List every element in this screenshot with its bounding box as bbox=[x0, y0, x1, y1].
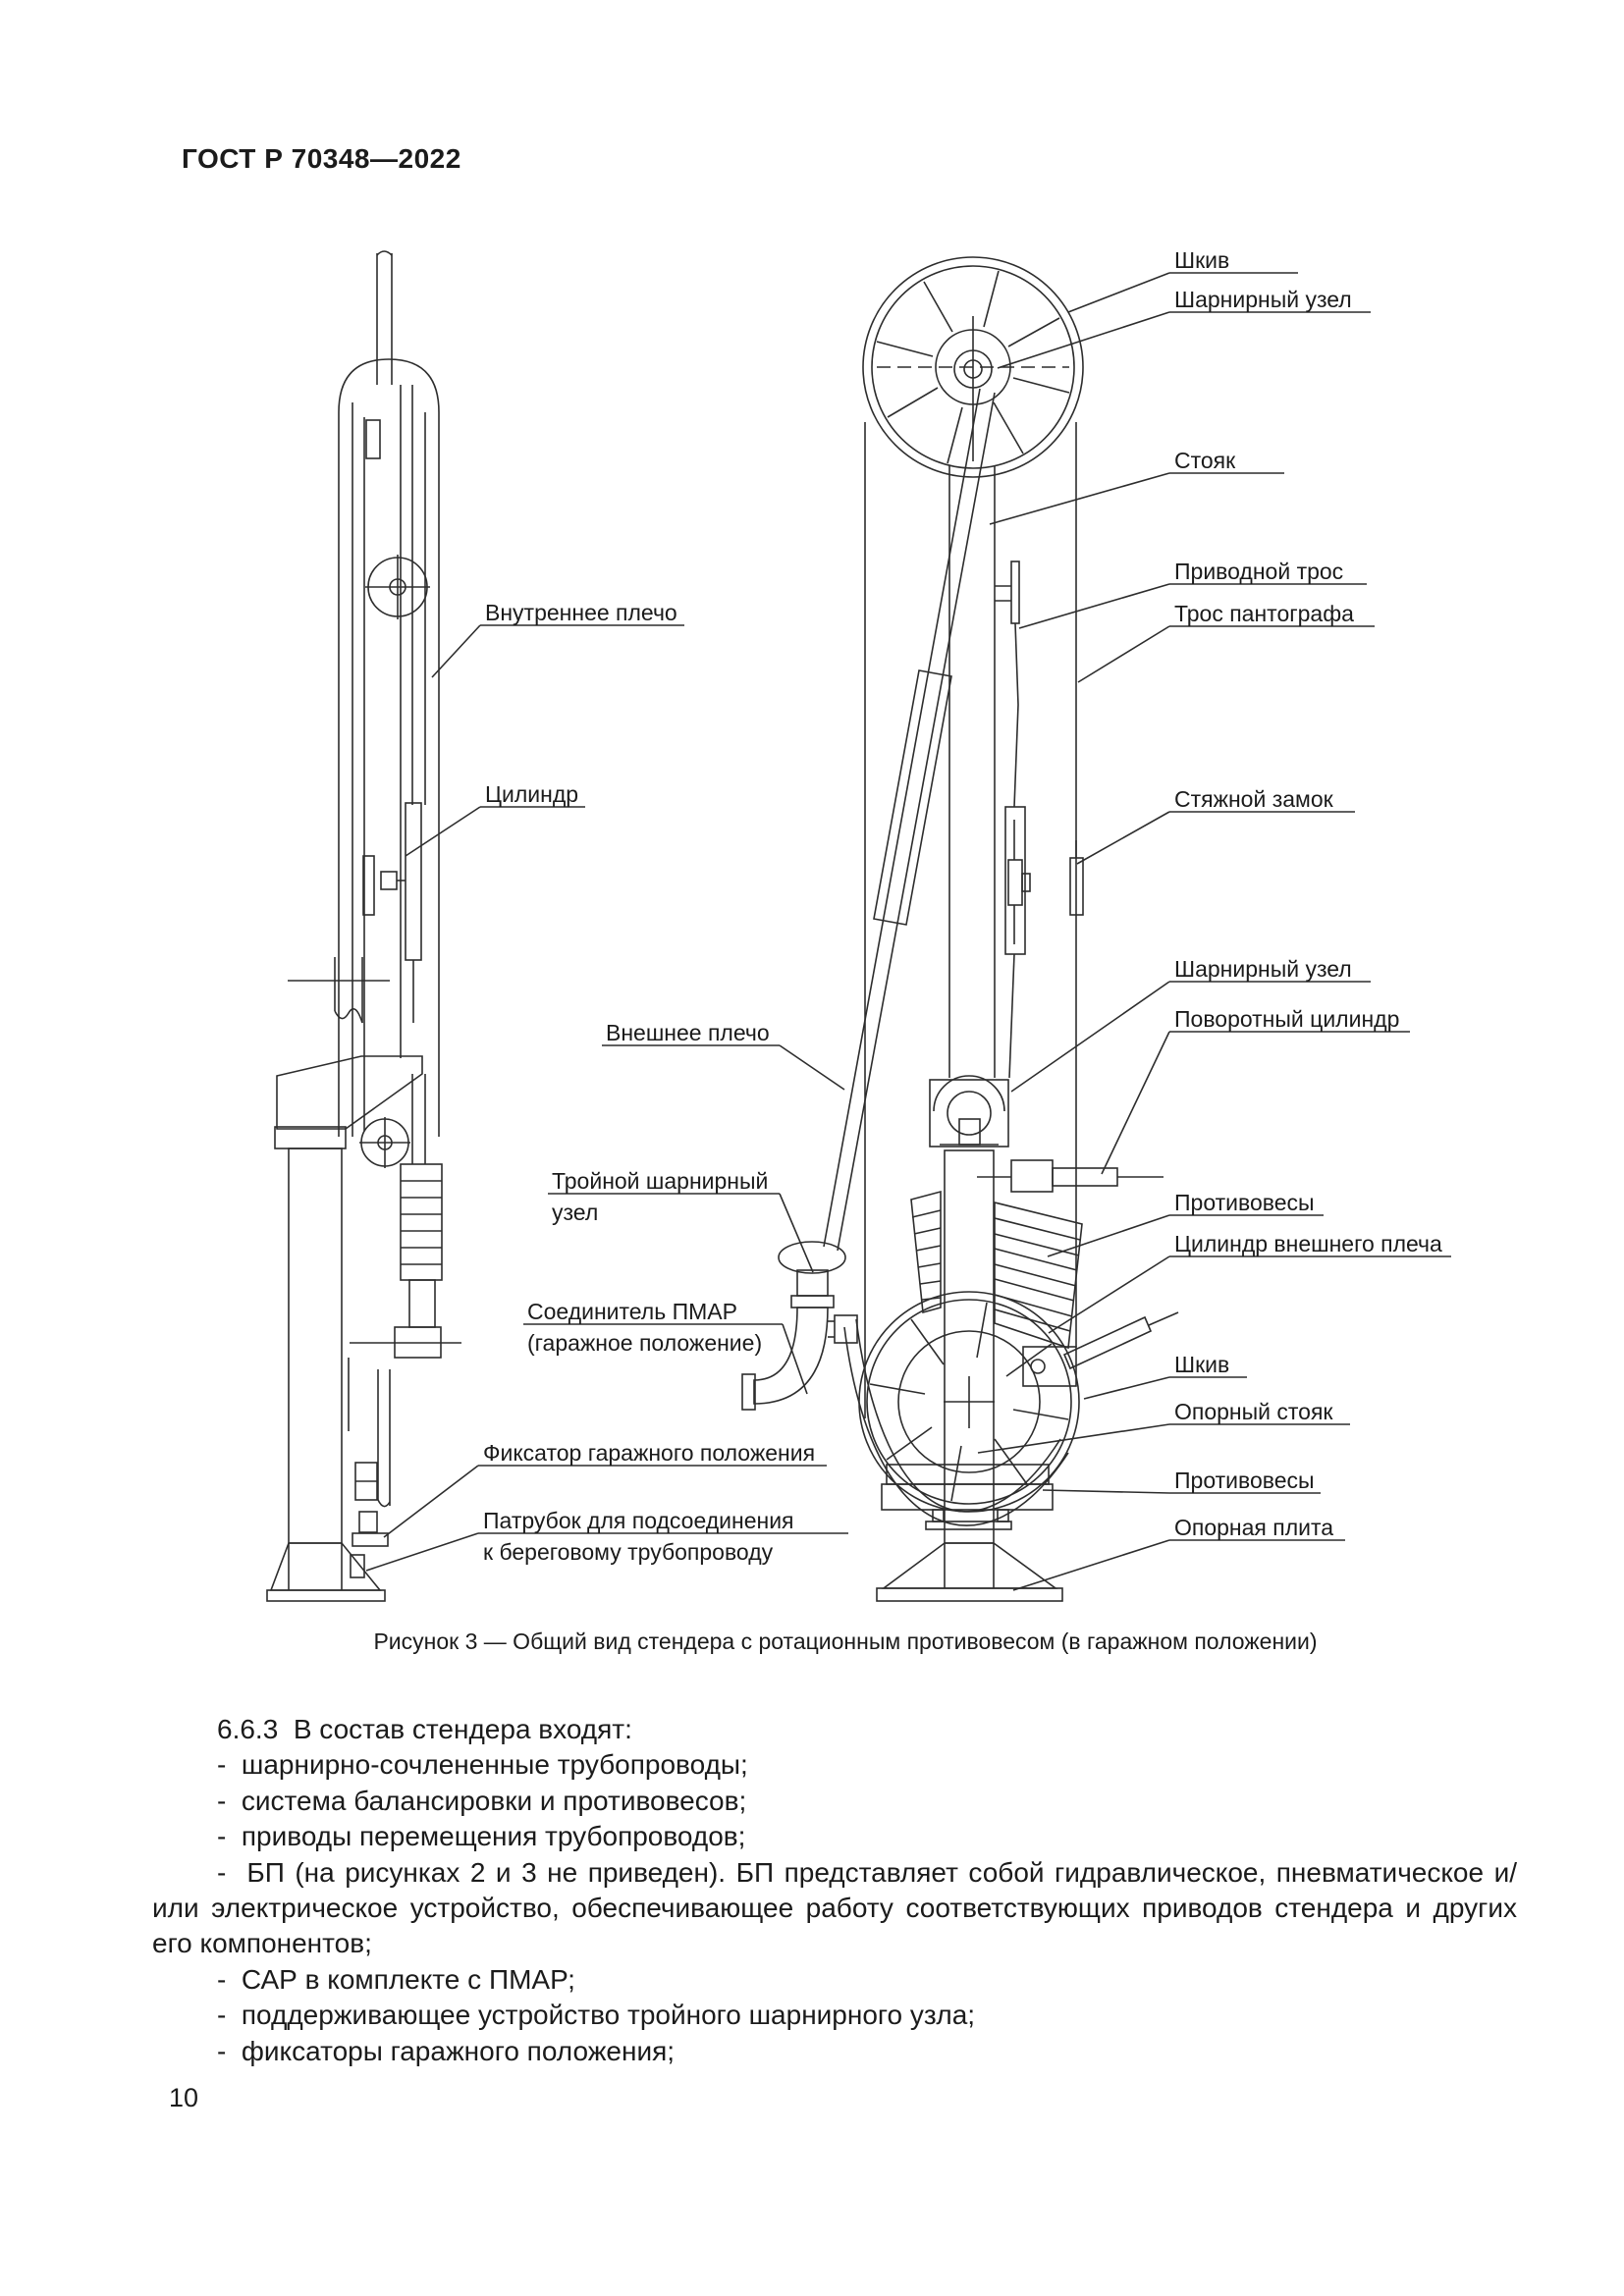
label-base-plate: Опорная плита bbox=[1174, 1515, 1334, 1540]
label-counterweights-mid: Противовесы bbox=[1174, 1190, 1315, 1215]
label-cylinder: Цилиндр bbox=[485, 781, 579, 807]
label-garage-lock: Фиксатор гаражного положения bbox=[483, 1440, 816, 1466]
label-outer-arm-cylinder: Цилиндр внешнего плеча bbox=[1174, 1231, 1442, 1256]
right-view bbox=[741, 256, 1179, 1602]
label-shore-pipe-line1: Патрубок для подсоединения bbox=[483, 1508, 794, 1533]
label-rotary-cylinder: Поворотный цилиндр bbox=[1174, 1006, 1400, 1032]
label-shore-pipe-line2: к береговому трубопроводу bbox=[483, 1539, 774, 1565]
list-item-5: - САР в комплекте с ПМАР; bbox=[217, 1963, 575, 1995]
label-sheave-top: Шкив bbox=[1174, 247, 1230, 273]
label-pantograph-cable: Трос пантографа bbox=[1174, 601, 1354, 626]
clause-663: 6.6.3 В состав стендера входят: bbox=[217, 1714, 632, 1744]
label-triple-swivel-line2: узел bbox=[552, 1200, 599, 1225]
label-counterweights-bottom: Противовесы bbox=[1174, 1468, 1315, 1493]
list-item-6: - поддерживающее устройство тройного шар… bbox=[217, 2000, 976, 2031]
label-swivel-joint-top: Шарнирный узел bbox=[1174, 287, 1352, 312]
label-triple-swivel-line1: Тройной шарнирный bbox=[552, 1168, 769, 1194]
label-drive-cable: Приводной трос bbox=[1174, 559, 1344, 584]
label-support-riser: Опорный стояк bbox=[1174, 1399, 1333, 1424]
figure-caption: Рисунок 3 — Общий вид стендера с ротацио… bbox=[373, 1629, 1318, 1654]
left-view bbox=[266, 250, 461, 1602]
callout-lines bbox=[365, 272, 1451, 1591]
label-riser: Стояк bbox=[1174, 448, 1236, 473]
label-pmar-line2: (гаражное положение) bbox=[527, 1330, 763, 1356]
list-item-1: - шарнирно-сочлененные трубопроводы; bbox=[217, 1749, 748, 1781]
label-sheave-bottom: Шкив bbox=[1174, 1352, 1230, 1377]
label-pmar-line1: Соединитель ПМАР bbox=[527, 1299, 737, 1324]
body-text: 6.6.3 В состав стендера входят: - шарнир… bbox=[152, 1712, 1517, 2069]
label-swivel-joint-mid: Шарнирный узел bbox=[1174, 956, 1352, 982]
list-item-7: - фиксаторы гаражного положения; bbox=[217, 2035, 676, 2066]
list-item-2: - система балансировки и противовесов; bbox=[217, 1785, 747, 1816]
document-number: ГОСТ Р 70348—2022 bbox=[182, 143, 461, 174]
label-outer-arm: Внешнее плечо bbox=[606, 1020, 770, 1045]
list-item-3: - приводы перемещения трубопроводов; bbox=[217, 1821, 746, 1852]
list-item-4: - БП (на рисунках 2 и 3 не приведен). БП… bbox=[152, 1856, 1525, 1959]
page-number: 10 bbox=[169, 2083, 199, 2112]
label-inner-arm: Внутреннее плечо bbox=[485, 600, 677, 625]
label-turnbuckle: Стяжной замок bbox=[1174, 786, 1333, 812]
